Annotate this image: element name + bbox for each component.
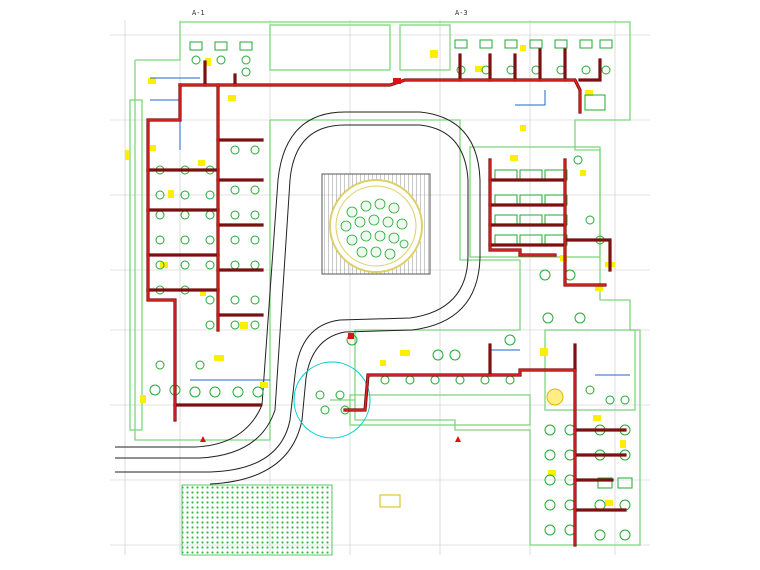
grid-label-a3: A-3 — [455, 9, 468, 17]
red-markers — [200, 78, 461, 442]
yellow-equipment-marks — [125, 45, 626, 506]
furniture-bottom-corridor — [315, 334, 516, 415]
grid-label-a1: A-1 — [192, 9, 205, 17]
furniture-lower-right-wing — [544, 385, 633, 541]
central-plaza — [321, 173, 431, 275]
furniture-top-row — [189, 39, 613, 111]
entrance-circle — [293, 361, 564, 439]
red-pipe-network — [146, 48, 627, 547]
furniture-groups — [149, 39, 633, 541]
landscape-hatch-area — [181, 484, 333, 556]
stair-block — [379, 494, 401, 508]
road-curves — [115, 111, 481, 485]
